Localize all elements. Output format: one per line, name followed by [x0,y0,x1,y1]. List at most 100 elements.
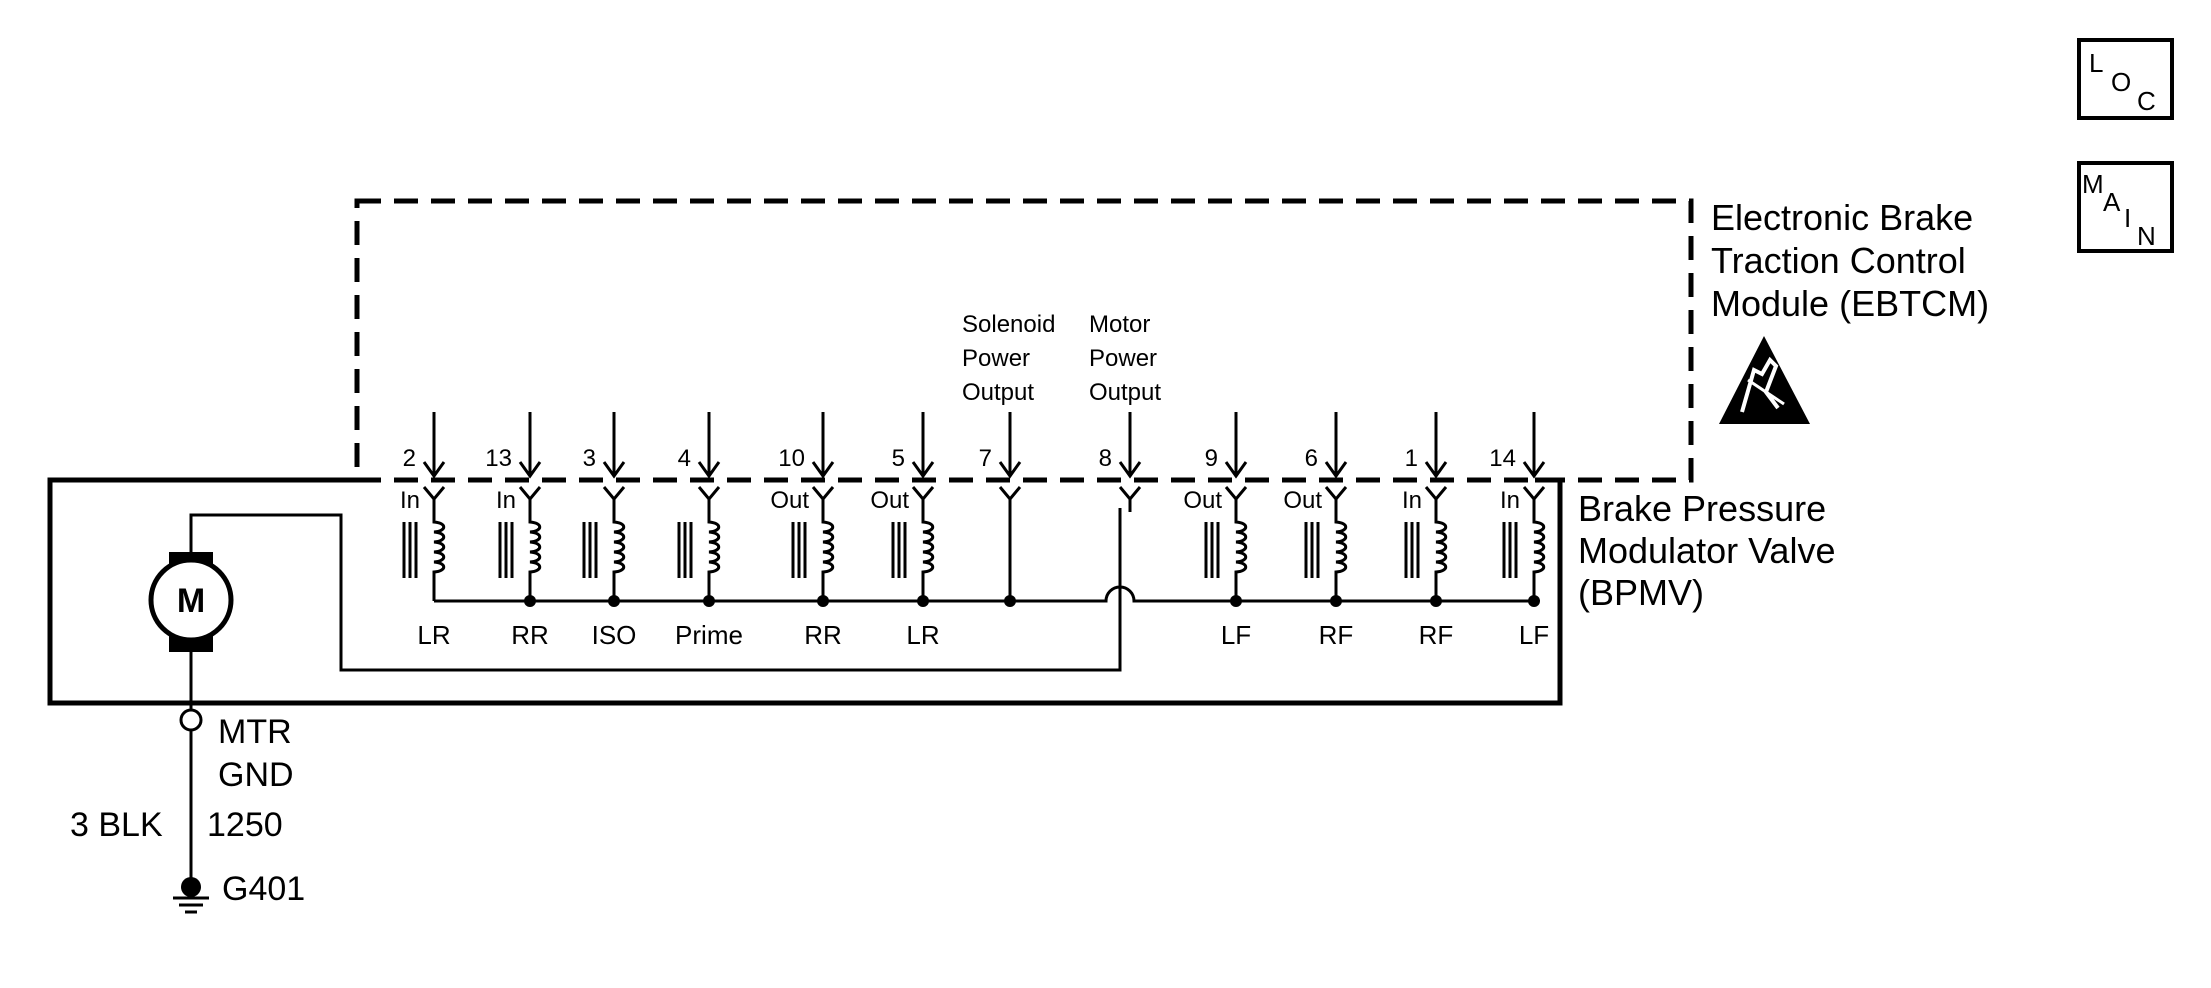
main-letter-m: M [2082,169,2104,199]
pin-number: 13 [485,445,512,472]
solenoid-coil-icon [821,512,835,601]
solenoid-output-line-1: Solenoid [962,311,1055,338]
connector-fork-icon [422,486,446,502]
connector-fork-icon [1224,486,1248,502]
solenoid-coil-icon [612,512,626,601]
solenoid-output-line-3: Output [962,379,1034,406]
pin-direction-label: Out [870,487,909,514]
solenoid-label: LF [1519,620,1549,650]
connector-fork-icon [811,486,835,502]
solenoid-label: Prime [675,620,743,650]
main-letter-n: N [2137,221,2156,251]
mtr-gnd-line-1: MTR [218,713,292,751]
pin-direction-label: In [496,487,516,514]
motor-output-line-2: Power [1089,345,1157,372]
pin-number: 5 [892,445,905,472]
main-icon [2077,161,2174,253]
solenoid-coil-icon [921,512,935,601]
mtr-gnd-label: MTR GND [218,713,294,794]
solenoid-label: RF [1319,620,1354,650]
pin-number: 7 [979,445,992,472]
solenoid-coil-icon [432,512,446,601]
terminal-arrowhead [1424,461,1448,479]
ebtcm-label: Electronic Brake Traction Control Module… [1711,197,1989,324]
connector-fork-icon [697,486,721,502]
splice-icon [703,595,715,607]
ground-id-label: G401 [222,870,305,908]
pin-number: 8 [1099,445,1112,472]
circuit-number-label: 1250 [207,806,283,844]
terminal-arrowhead [602,461,626,479]
solenoid-label: RF [1419,620,1454,650]
pin-number: 10 [778,445,805,472]
terminal-arrowhead [811,461,835,479]
pin-7-connector: 7 [979,412,1022,607]
connector-fork-icon [1424,486,1448,502]
connector-fork-icon [1118,486,1142,502]
main-nav-button[interactable]: M A I N [2077,161,2174,253]
loc-nav-button[interactable]: L O C [2077,38,2174,120]
loc-letter-c: C [2137,86,2156,116]
splice-icon [917,595,929,607]
pin-number: 14 [1489,445,1516,472]
ebtcm-label-line-2: Traction Control [1711,240,1966,281]
connector-fork-icon [518,486,542,502]
splice-icon [608,595,620,607]
pin-direction-label: Out [1183,487,1222,514]
pin-direction-label: In [1500,487,1520,514]
pin-direction-label: In [1402,487,1422,514]
terminal-arrowhead [1324,461,1348,479]
solenoid-label: LR [417,620,450,650]
connector-fork-icon [602,486,626,502]
loc-letter-o: O [2111,67,2131,97]
ebtcm-label-line-1: Electronic Brake [1711,197,1973,238]
bpmv-label-line-3: (BPMV) [1578,572,1704,613]
motor-power-output-label: Motor Power Output [1089,311,1161,406]
motor-label: M [177,582,205,620]
bpmv-label-line-2: Modulator Valve [1578,530,1835,571]
terminal-arrowhead [518,461,542,479]
splice-icon [1004,595,1016,607]
terminal-arrowhead [422,461,446,479]
mtr-gnd-line-2: GND [218,756,294,794]
pin-number: 1 [1405,445,1418,472]
pin-number: 9 [1205,445,1218,472]
connector-fork-icon [998,486,1022,502]
esd-sensitive-icon [1719,336,1810,424]
ebtcm-label-line-3: Module (EBTCM) [1711,283,1989,324]
motor-power-wire [189,508,1122,672]
solenoid-coil-icon [1532,512,1546,601]
terminal-arrowhead [998,461,1022,479]
solenoid-coil-icon [707,512,721,601]
solenoid-label: RR [804,620,842,650]
solenoid-label: ISO [592,620,637,650]
solenoid-output-line-2: Power [962,345,1030,372]
connector-fork-icon [1324,486,1348,502]
solenoid-power-bus [434,585,1534,603]
pin-number: 2 [403,445,416,472]
solenoid-power-output-label: Solenoid Power Output [962,311,1055,406]
pin-8-connector: 8 [1099,412,1142,512]
ebtcm-boundary [354,198,1694,483]
main-letter-a: A [2103,187,2121,217]
solenoid-coil-icon [1234,512,1248,601]
terminal-arrowhead [911,461,935,479]
bpmv-label: Brake Pressure Modulator Valve (BPMV) [1578,488,1835,613]
loc-letter-l: L [2089,48,2103,78]
bpmv-pump-motor: M [148,552,234,652]
splice-icon [524,595,536,607]
terminal-arrowhead [1118,461,1142,479]
loc-icon [2077,38,2174,120]
pin-number: 3 [583,445,596,472]
motor-output-line-1: Motor [1089,311,1150,338]
